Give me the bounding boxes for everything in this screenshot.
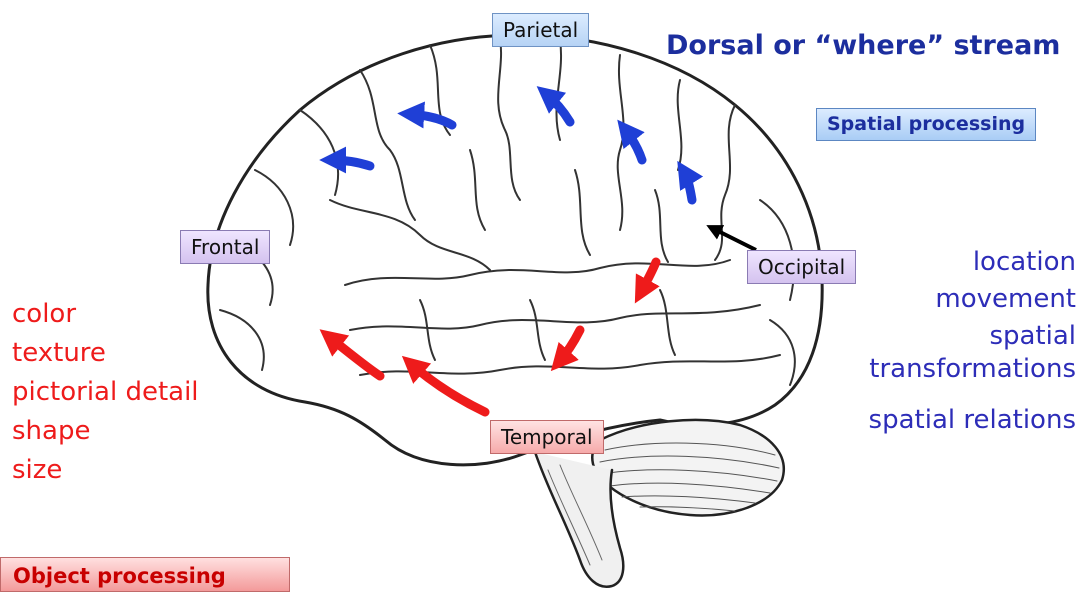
dorsal-attributes-list: location movement spatial transformation… bbox=[831, 246, 1076, 437]
ventral-attributes-list: color texture pictorial detail shape siz… bbox=[12, 295, 199, 490]
object-processing-label: Object processing bbox=[0, 557, 290, 592]
cerebellum bbox=[592, 420, 783, 515]
ventral-attribute: color bbox=[12, 295, 199, 334]
brainstem bbox=[535, 452, 623, 587]
ventral-attribute: texture bbox=[12, 334, 199, 373]
spatial-processing-label: Spatial processing bbox=[816, 108, 1036, 141]
dorsal-attribute: location bbox=[831, 246, 1076, 279]
dorsal-attribute: spatial transformations bbox=[831, 320, 1076, 386]
ventral-attribute: shape bbox=[12, 412, 199, 451]
dorsal-attribute: movement bbox=[831, 283, 1076, 316]
cerebrum-outline bbox=[208, 35, 822, 465]
brain-illustration bbox=[208, 35, 822, 587]
dorsal-stream-title: Dorsal or “where” stream bbox=[666, 30, 1060, 61]
dorsal-attribute: spatial relations bbox=[831, 404, 1076, 437]
label-temporal: Temporal bbox=[490, 420, 604, 454]
ventral-attribute: pictorial detail bbox=[12, 373, 199, 412]
label-parietal: Parietal bbox=[492, 13, 589, 47]
ventral-attribute: size bbox=[12, 451, 199, 490]
label-frontal: Frontal bbox=[180, 230, 270, 264]
